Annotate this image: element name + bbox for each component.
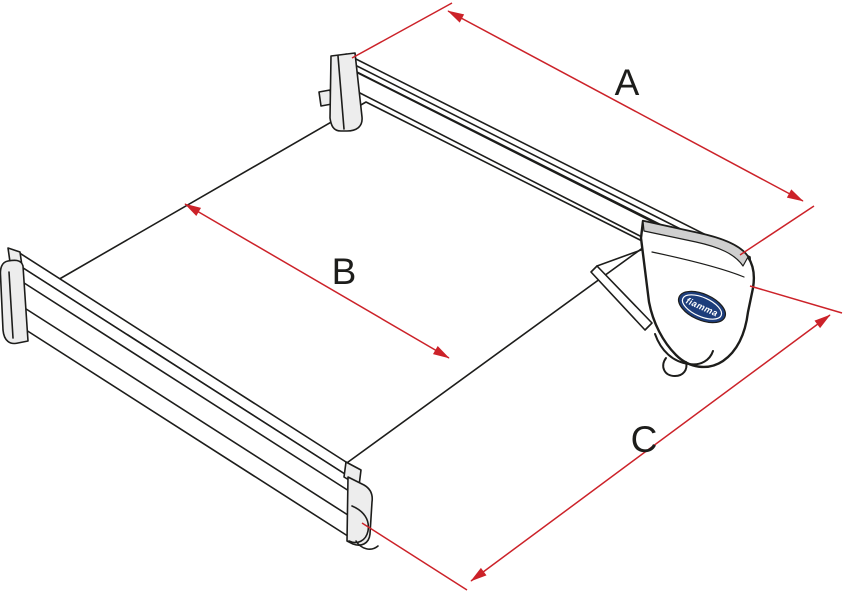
dim-a-extension-right <box>739 205 815 256</box>
left-bracket-groove <box>337 55 345 130</box>
lead-bar-groove <box>22 306 352 518</box>
lead-bar-hook <box>355 540 379 550</box>
awning-drawing: fiamma <box>0 52 756 550</box>
dim-a-extension-left <box>351 2 453 59</box>
dimension-annotations: A B C <box>184 2 843 591</box>
lead-bar-left-end-cap <box>0 259 29 345</box>
dim-label-c: C <box>631 419 658 460</box>
dim-c-extension-bottom <box>361 522 468 591</box>
cassette-bottom-edge <box>596 249 642 267</box>
dim-c-arrow <box>470 314 831 582</box>
dim-b-arrow <box>184 203 450 359</box>
lead-bar <box>0 247 379 550</box>
end-cap-top-band <box>642 220 749 267</box>
dim-label-b: B <box>332 251 357 292</box>
dim-label-a: A <box>615 62 640 103</box>
cassette-end-cap: fiamma <box>639 219 756 377</box>
end-cap-contour <box>651 251 745 278</box>
lead-bar-left-end-groove <box>8 271 14 339</box>
dim-a-arrow <box>447 10 804 202</box>
support-arm-bar <box>590 265 653 331</box>
lead-bar-groove <box>20 280 350 492</box>
left-bracket <box>329 52 363 132</box>
dim-c-extension-top <box>749 285 843 314</box>
